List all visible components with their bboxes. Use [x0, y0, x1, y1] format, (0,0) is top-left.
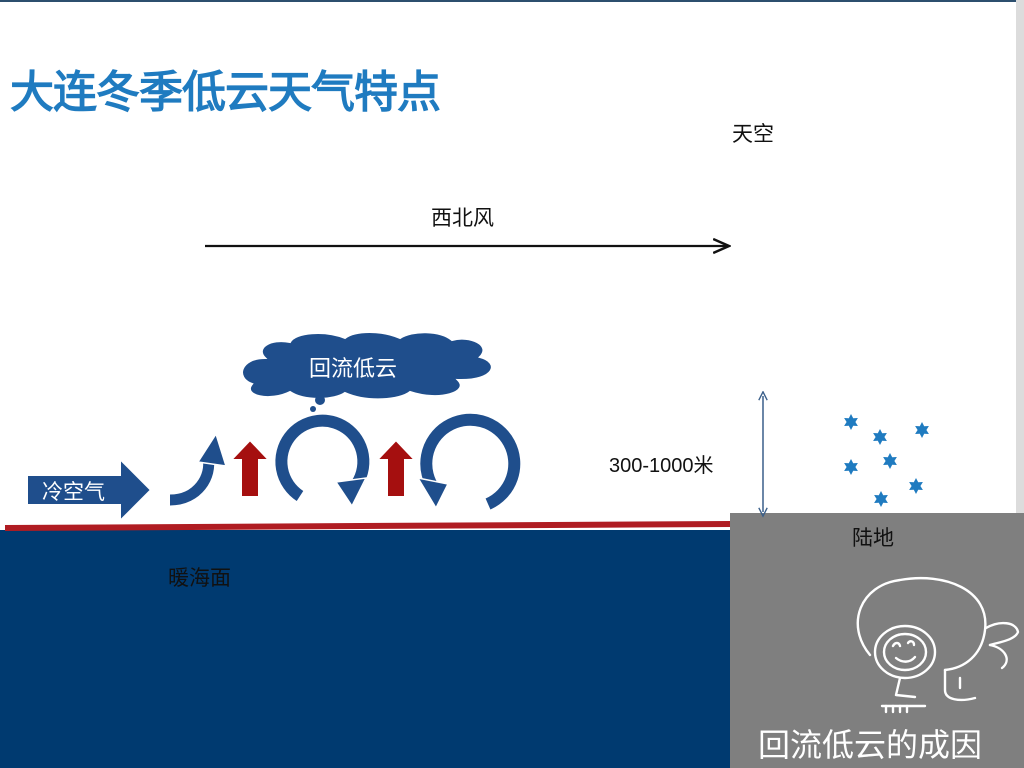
updraft-arrow-2	[374, 438, 418, 498]
cartoon-character	[856, 576, 1020, 714]
sky-label: 天空	[732, 122, 774, 146]
curl-arrow-left	[169, 432, 228, 508]
sea-label: 暖海面	[168, 566, 231, 590]
cold-air-label: 冷空气	[42, 480, 105, 504]
circulation-arrow-1	[273, 412, 372, 508]
wind-label: 西北风	[431, 206, 494, 230]
top-border	[0, 0, 1024, 2]
snowflake-icon	[909, 478, 923, 494]
snowflakes	[844, 414, 929, 507]
right-border	[1016, 0, 1024, 515]
sea-surface-line	[4, 521, 731, 531]
snowflake-icon	[844, 414, 858, 430]
updraft-arrow-1	[228, 438, 272, 498]
cold-air-arrow	[26, 456, 153, 524]
land-label: 陆地	[852, 526, 894, 550]
snowflake-icon	[874, 491, 888, 507]
circulation-arrow-2	[416, 411, 523, 512]
snowflake-icon	[883, 453, 897, 469]
height-label: 300-1000米	[609, 455, 714, 477]
low-cloud	[241, 331, 493, 412]
snowflake-icon	[873, 429, 887, 445]
warm-sea	[0, 530, 740, 768]
slide-title: 大连冬季低云天气特点	[10, 67, 441, 118]
caption: 回流低云的成因	[758, 726, 983, 764]
snowflake-icon	[844, 459, 858, 475]
cloud-label: 回流低云	[309, 357, 398, 382]
snowflake-icon	[915, 422, 929, 438]
